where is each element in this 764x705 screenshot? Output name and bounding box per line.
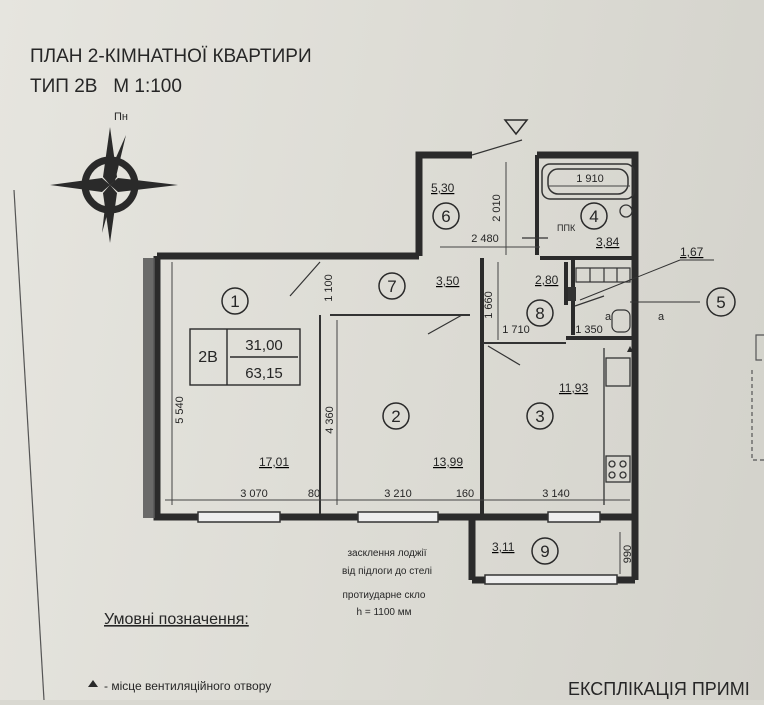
wall-hatch-left bbox=[143, 258, 155, 518]
dim-wc-width-a: 1 710 bbox=[502, 324, 530, 336]
room-3-number: 3 bbox=[535, 407, 544, 426]
dim-corridor-depth: 1 660 bbox=[483, 291, 495, 319]
dim-room1-width: 3 070 bbox=[240, 488, 268, 500]
room-4-area: 3,84 bbox=[596, 235, 620, 249]
total-area: 63,15 bbox=[245, 365, 283, 382]
entrance-arrow-icon bbox=[503, 119, 529, 136]
note-glazing-line-2: від підлоги до стелі bbox=[342, 566, 432, 577]
dim-hall-width: 2 480 bbox=[471, 233, 499, 245]
explication-title: ЕКСПЛІКАЦІЯ ПРИМІ bbox=[568, 679, 750, 699]
kitchen-counter bbox=[603, 348, 631, 505]
plan-title: ПЛАН 2-КІМНАТНОЇ КВАРТИРИ bbox=[30, 46, 312, 67]
room-1-number: 1 bbox=[230, 292, 239, 311]
toilet-icon bbox=[575, 267, 631, 333]
legend-title: Умовні позначення: bbox=[104, 611, 249, 628]
room-4-number: 4 bbox=[589, 207, 598, 226]
room-5-area: 1,67 bbox=[680, 245, 704, 259]
room-5-number: 5 bbox=[716, 293, 725, 312]
legend-ventilation: - місце вентиляційного отвору bbox=[104, 679, 271, 693]
room-9-number: 9 bbox=[540, 542, 549, 561]
dim-loggia-depth: 990 bbox=[622, 545, 634, 563]
note-glazing-line-1: засклення лоджії bbox=[347, 548, 426, 559]
room-1-area: 17,01 bbox=[259, 455, 289, 469]
apartment-summary-box bbox=[189, 328, 301, 386]
note-glass-line-2: h = 1100 мм bbox=[357, 607, 412, 618]
ventilation-legend-icon bbox=[88, 680, 98, 687]
dim-partition-1: 80 bbox=[308, 488, 320, 500]
dim-bath-width: 1 910 bbox=[576, 173, 604, 185]
dimension-lines bbox=[165, 162, 630, 574]
room-6-number: 6 bbox=[441, 207, 450, 226]
living-area: 31,00 bbox=[245, 337, 283, 354]
dim-room2-depth: 4 360 bbox=[324, 406, 336, 434]
doors bbox=[289, 139, 605, 366]
room-9-area: 3,11 bbox=[492, 540, 515, 554]
compass-north-label: Пн bbox=[114, 111, 128, 123]
room-3-area: 11,93 bbox=[559, 381, 588, 395]
dim-room3-width: 3 140 bbox=[542, 488, 570, 500]
note-glass-line-1: протиударне скло bbox=[343, 590, 426, 601]
dim-room1-depth: 5 540 bbox=[174, 396, 186, 424]
ppk-label: ППК bbox=[557, 223, 576, 233]
room-markers bbox=[221, 202, 736, 565]
windows bbox=[197, 511, 618, 585]
section-mark-a1: a bbox=[605, 311, 612, 323]
interior-walls bbox=[480, 155, 635, 517]
room-7-area: 3,50 bbox=[436, 274, 460, 288]
thin-partitions bbox=[319, 314, 566, 514]
room-8-number: 8 bbox=[535, 304, 544, 323]
room-6-area: 5,30 bbox=[431, 181, 455, 195]
section-mark-a2: a bbox=[658, 311, 665, 323]
vent-shaft bbox=[568, 287, 576, 301]
compass-icon bbox=[50, 127, 178, 243]
dim-partition-2: 160 bbox=[456, 488, 474, 500]
room-7-number: 7 bbox=[387, 277, 396, 296]
callout-lines bbox=[579, 259, 714, 303]
dim-hall-depth: 2 010 bbox=[491, 194, 503, 222]
room-2-area: 13,99 bbox=[433, 455, 463, 469]
adjacent-plan-fragment bbox=[751, 334, 764, 461]
dim-wc-width-b: 1 350 bbox=[575, 324, 603, 336]
room-2-number: 2 bbox=[391, 407, 400, 426]
dim-room1-door-offset: 1 100 bbox=[323, 274, 335, 302]
apartment-type-code: 2В bbox=[198, 349, 218, 366]
vent-marker-icon bbox=[627, 346, 633, 352]
bathtub-icon bbox=[541, 163, 635, 200]
dim-room2-width: 3 210 bbox=[384, 488, 412, 500]
room-8-area: 2,80 bbox=[535, 273, 559, 287]
plan-type-scale: ТИП 2В М 1:100 bbox=[30, 76, 182, 97]
sheet-frame-line bbox=[13, 189, 45, 701]
sink-icon bbox=[619, 204, 633, 218]
